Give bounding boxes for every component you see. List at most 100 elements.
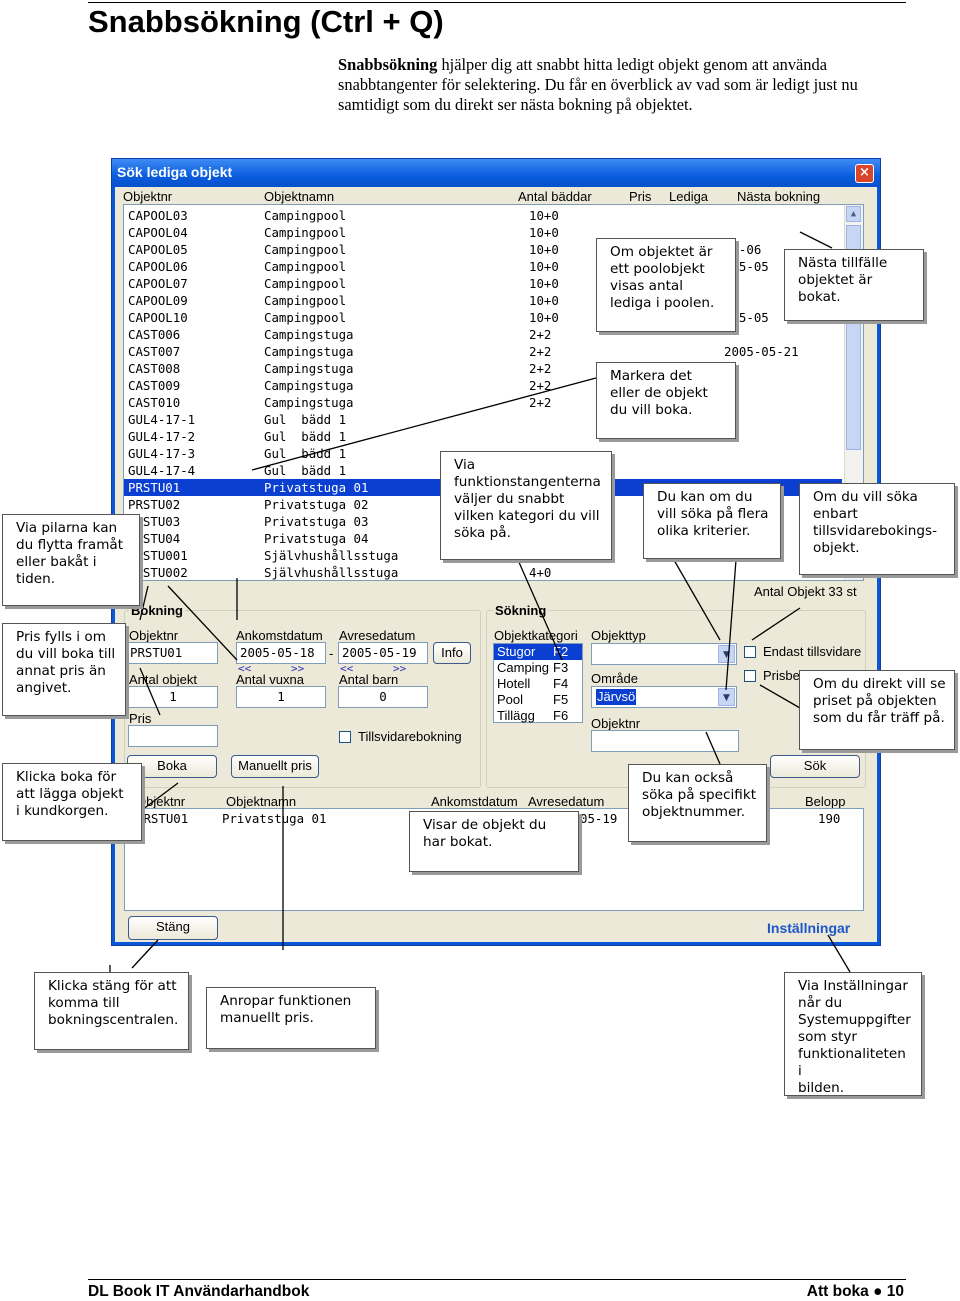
basket-col-objektnamn[interactable]: Objektnamn	[226, 794, 297, 809]
list-cell-name: Privatstuga 03	[264, 514, 369, 529]
objekttyp-select[interactable]: ▼	[591, 643, 737, 665]
callout-markera: Markera det eller de objekt du vill boka…	[596, 362, 736, 439]
prisberakning-checkbox[interactable]	[744, 670, 756, 682]
ankomst-field[interactable]: 2005-05-18	[236, 642, 326, 664]
antal-vuxna-field[interactable]: 1	[236, 686, 326, 708]
list-cell-beds: 10+0	[529, 225, 559, 240]
objektnr-label: Objektnr	[129, 628, 179, 643]
footer-left: DL Book IT Användarhandbok	[88, 1283, 310, 1300]
close-icon[interactable]: ×	[855, 164, 874, 183]
basket-row-avresa[interactable]: 05-19	[580, 811, 618, 826]
chevron-down-icon[interactable]: ▼	[718, 645, 735, 663]
col-objektnr[interactable]: Objektnr	[123, 189, 173, 204]
category-name: Pool	[497, 692, 524, 707]
col-pris[interactable]: Pris	[629, 189, 652, 204]
basket-col-ankomst[interactable]: Ankomstdatum	[431, 794, 518, 809]
list-cell-nr: CAPOOL03	[128, 208, 188, 223]
ankomst-arrows[interactable]: << >>	[238, 662, 305, 675]
scroll-up-icon[interactable]: ▲	[846, 206, 861, 222]
list-cell-beds: 4+0	[529, 565, 552, 580]
tillsvidare-label: Tillsvidarebokning	[358, 729, 462, 744]
manuellt-pris-button[interactable]: Manuellt pris	[231, 755, 319, 778]
sok-button[interactable]: Sök	[770, 755, 860, 778]
omrade-select[interactable]: Järvsö▼	[591, 686, 737, 708]
antal-barn-field[interactable]: 0	[338, 686, 428, 708]
list-cell-beds: 10+0	[529, 259, 559, 274]
top-rule	[88, 2, 906, 3]
list-cell-nr: CAPOOL06	[128, 259, 188, 274]
info-button[interactable]: Info	[433, 642, 471, 664]
objekttyp-label: Objekttyp	[591, 628, 646, 643]
basket-row-nr[interactable]: PRSTU01	[136, 811, 189, 826]
installningar-link[interactable]: Inställningar	[767, 920, 851, 936]
object-count: Antal Objekt 33 st	[754, 584, 857, 599]
category-item[interactable]: Pool F5	[494, 692, 582, 708]
list-item[interactable]: CAST008 Campingstuga 2+2	[124, 360, 842, 377]
col-antal-baddar[interactable]: Antal bäddar	[518, 189, 592, 204]
list-cell-nr: CAPOOL05	[128, 242, 188, 257]
col-lediga[interactable]: Lediga	[669, 189, 709, 204]
prisberakning-label: Prisbe	[763, 668, 800, 683]
list-cell-nr: CAPOOL10	[128, 310, 188, 325]
basket-row-name[interactable]: Privatstuga 01	[222, 811, 327, 826]
category-key: F5	[553, 692, 569, 707]
endast-tillsvidare-checkbox[interactable]	[744, 646, 756, 658]
basket-col-belopp[interactable]: Belopp	[805, 794, 846, 809]
sok-objektnr-field[interactable]	[591, 730, 739, 752]
list-cell-name: Gul bädd 1	[264, 446, 347, 461]
chevron-down-icon[interactable]: ▼	[718, 688, 735, 706]
window-titlebar[interactable]: Sök lediga objekt×	[112, 159, 880, 187]
basket-row-belopp[interactable]: 190	[818, 811, 841, 826]
callout-stang: Klicka stäng för att komma till boknings…	[34, 972, 189, 1050]
list-cell-beds: 10+0	[529, 242, 559, 257]
list-cell-nr: CAST008	[128, 361, 181, 376]
intro-paragraph: Snabbsökning hjälper dig att snabbt hitt…	[338, 55, 918, 115]
basket-col-avresa[interactable]: Avresedatum	[528, 794, 605, 809]
list-cell-nr: CAST006	[128, 327, 181, 342]
list-cell-beds: 2+2	[529, 361, 552, 376]
col-nasta-bokning[interactable]: Nästa bokning	[737, 189, 821, 204]
list-cell-name: Campingpool	[264, 276, 347, 291]
list-cell-name: Campingstuga	[264, 395, 354, 410]
avresa-field[interactable]: 2005-05-19	[338, 642, 428, 664]
pris-field[interactable]	[128, 725, 218, 747]
list-cell-beds: 10+0	[529, 276, 559, 291]
date-dash: -	[329, 646, 334, 661]
list-cell-name: Campingstuga	[264, 344, 354, 359]
intro-text: hjälper dig att snabbt hitta ledigt obje…	[338, 55, 858, 114]
objektnr-field[interactable]: PRSTU01	[126, 642, 218, 664]
stang-button[interactable]: Stäng	[128, 916, 218, 940]
col-objektnamn[interactable]: Objektnamn	[264, 189, 335, 204]
page-title: Snabbsökning (Ctrl + Q)	[88, 4, 444, 39]
list-cell-name: Campingstuga	[264, 361, 354, 376]
endast-tillsvidare-label: Endast tillsvidare	[763, 644, 862, 659]
list-cell-beds: 2+2	[529, 327, 552, 342]
callout-direkt: Om du direkt vill se priset på objekten …	[799, 670, 955, 750]
callout-funktion: Via funktionstangenterna väljer du snabb…	[440, 451, 612, 560]
boka-button[interactable]: Boka	[127, 755, 217, 778]
list-cell-nr: PRSTU02	[128, 497, 181, 512]
avresa-arrows[interactable]: << >>	[340, 662, 407, 675]
callout-bokat: Visar de objekt du har bokat.	[409, 811, 579, 872]
tillsvidare-checkbox[interactable]	[339, 731, 351, 743]
